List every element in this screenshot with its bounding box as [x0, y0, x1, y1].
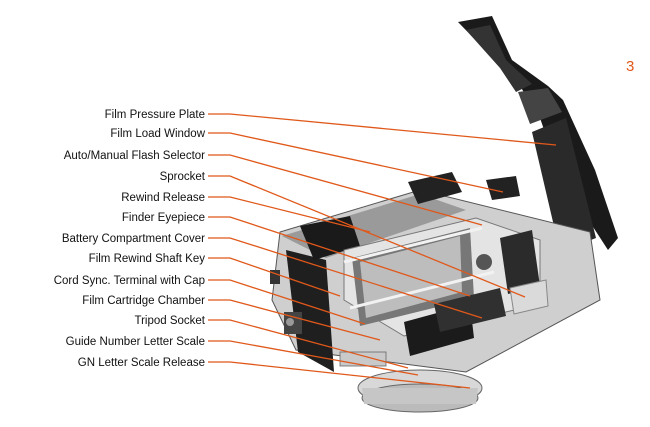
camera-body	[270, 172, 601, 413]
leader-line	[208, 175, 526, 298]
label-film-load-window: Film Load Window	[110, 128, 205, 140]
leader-line	[208, 340, 419, 376]
label-rewind-shaft-key: Film Rewind Shaft Key	[88, 253, 205, 265]
label-battery-cover: Battery Compartment Cover	[61, 233, 205, 245]
finder-housing	[300, 216, 360, 260]
leader-line	[208, 132, 504, 193]
page-number: 3	[626, 58, 635, 75]
label-cartridge-chamber: Film Cartridge Chamber	[82, 295, 205, 307]
leader-line	[208, 154, 483, 226]
leader-line	[208, 299, 381, 341]
leader-lines	[208, 113, 557, 389]
label-cord-sync-terminal: Cord Sync. Terminal with Cap	[53, 275, 205, 287]
leader-line	[208, 361, 471, 389]
label-tripod-socket: Tripod Socket	[134, 315, 205, 327]
leader-line	[208, 113, 557, 146]
label-finder-eyepiece: Finder Eyepiece	[121, 212, 205, 224]
label-guide-number-scale: Guide Number Letter Scale	[65, 336, 205, 348]
label-film-pressure-plate: Film Pressure Plate	[104, 109, 205, 121]
leader-line	[208, 257, 341, 297]
camera-side-panel	[286, 250, 334, 372]
leader-line	[208, 196, 371, 233]
leader-line	[208, 319, 409, 369]
label-rewind-release: Rewind Release	[121, 192, 205, 204]
leader-line	[208, 216, 471, 297]
pressure-plate-panel	[532, 118, 596, 252]
label-flash-selector: Auto/Manual Flash Selector	[63, 150, 205, 162]
leader-line	[208, 237, 483, 319]
label-sprocket: Sprocket	[159, 171, 205, 183]
leader-line	[208, 279, 366, 325]
label-gn-scale-release: GN Letter Scale Release	[77, 357, 205, 369]
camera-back-door	[458, 16, 618, 252]
